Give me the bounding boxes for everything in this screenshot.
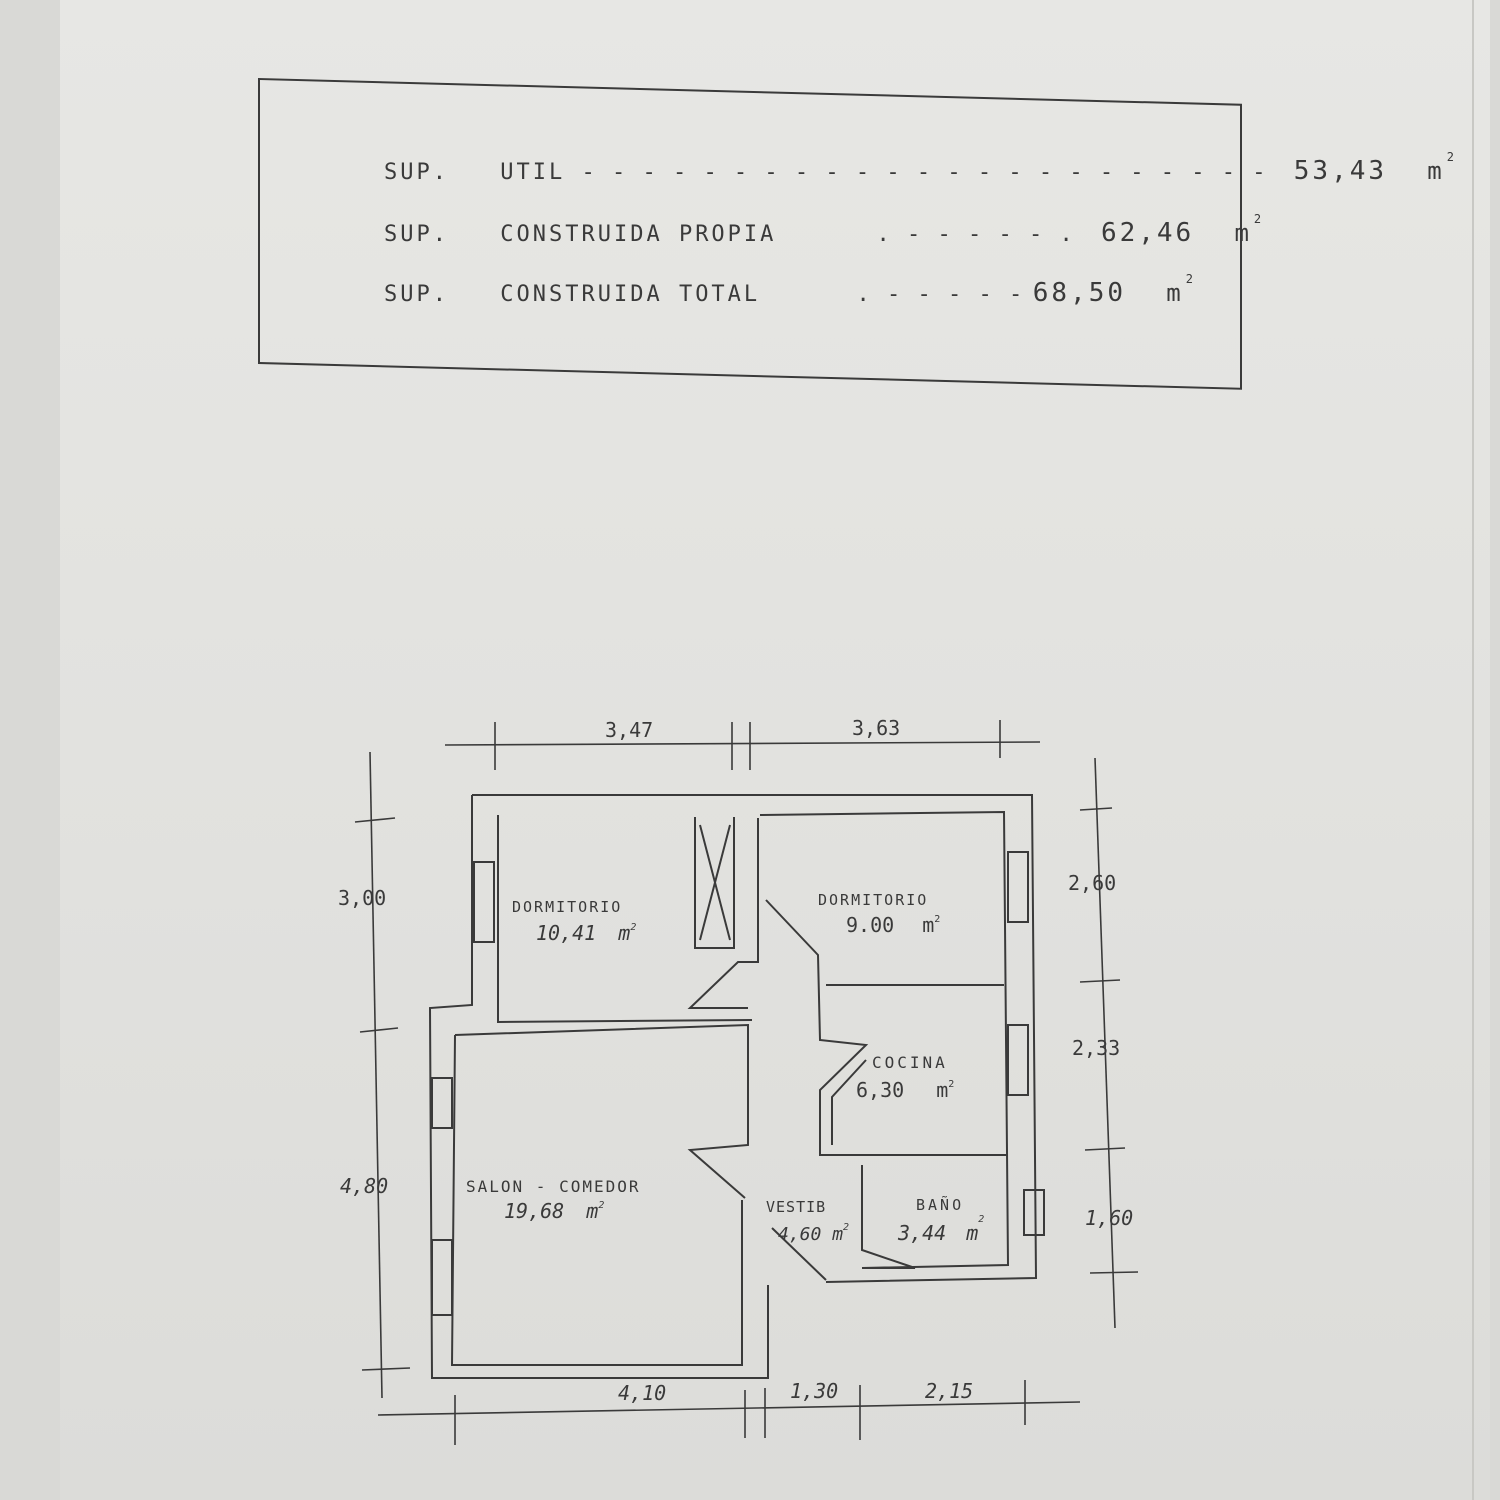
summary-row-value: 53,43 (1293, 156, 1388, 186)
walls (428, 794, 1045, 1379)
dimension-tick (354, 817, 396, 823)
dimension-line-bottom (377, 1401, 1081, 1416)
dimension-tick (1079, 807, 1113, 811)
dimension-tick (359, 1027, 399, 1033)
dimension-tick (361, 1367, 411, 1371)
dim-left-1: 3,00 (338, 886, 386, 910)
dim-bottom-3: 2,15 (925, 1379, 973, 1403)
dimension-line-left (369, 751, 383, 1399)
room-labels: DORMITORIO 10,41 m2 DORMITORIO 9.00 m2 C… (466, 891, 984, 1245)
dim-bottom-1: 4,10 (618, 1381, 666, 1405)
room-area: 4,60 m2 (778, 1222, 849, 1245)
room-area: 9.00 m2 (846, 913, 940, 937)
vestib-wall (771, 1227, 827, 1281)
window (431, 1077, 453, 1129)
inner-wall (454, 1023, 749, 1199)
summary-row-text: CONSTRUIDA PROPIA (500, 222, 777, 247)
dim-right-2: 2,33 (1072, 1036, 1120, 1060)
summary-row-construida-total: SUP. CONSTRUIDA TOTAL . - - - - - 68,50 … (384, 272, 1196, 308)
outer-wall-bottom (428, 795, 769, 1379)
room-area: 19,68 m2 (504, 1199, 604, 1223)
corridor-wall (765, 899, 1008, 1156)
room-name: DORMITORIO (818, 891, 928, 909)
dim-right-1: 2,60 (1068, 871, 1116, 895)
dimension-tick (1079, 979, 1121, 983)
outer-wall (472, 794, 1038, 1283)
summary-row-value: 62,46 (1100, 218, 1195, 248)
dimension-tick (1084, 1147, 1126, 1151)
dim-top-1: 3,47 (605, 718, 653, 742)
room-name: VESTIB (766, 1198, 826, 1216)
dim-bottom-2: 1,30 (790, 1379, 838, 1403)
inner-wall (497, 815, 753, 1024)
room-name: BAÑO (916, 1195, 964, 1214)
dim-top-2: 3,63 (852, 716, 900, 740)
closet-wall (694, 817, 735, 949)
room-area: 6,30 m2 (856, 1078, 954, 1102)
room-name: SALON - COMEDOR (466, 1177, 641, 1196)
dim-left-2: 4,80 (340, 1174, 388, 1198)
summary-row-util: SUP. UTIL - - - - - - - - - - - - - - - … (384, 150, 1457, 186)
window (431, 1239, 453, 1316)
window (1023, 1189, 1045, 1236)
paper-sheet (60, 0, 1490, 1500)
dim-right-3: 1,60 (1085, 1206, 1133, 1230)
summary-row-text: UTIL (500, 160, 566, 185)
room-area: 3,44 m2 (897, 1214, 984, 1245)
room-name: DORMITORIO (512, 898, 622, 916)
summary-row-leader: . - - - - - (856, 282, 1025, 307)
dimension-tick (1089, 1271, 1139, 1274)
closet-cross (699, 824, 731, 941)
dimension-line-top (444, 741, 1041, 746)
summary-row-value: 68,50 (1032, 278, 1127, 308)
room-name: COCINA (872, 1053, 948, 1072)
kitchen-wall (831, 1059, 867, 1145)
inner-wall (687, 818, 759, 1009)
window (1007, 1024, 1029, 1096)
bath-wall (861, 1165, 916, 1269)
inner-wall (450, 1034, 743, 1366)
window (473, 861, 495, 943)
summary-row-construida-propia: SUP. CONSTRUIDA PROPIA . - - - - - . 62,… (384, 212, 1264, 248)
summary-row-label: SUP. (384, 222, 449, 247)
paper-edge (1472, 0, 1474, 1500)
summary-row-text: CONSTRUIDA TOTAL (500, 282, 761, 307)
dimension-lines (354, 720, 1139, 1445)
summary-row-label: SUP. (384, 160, 449, 185)
window (1007, 851, 1029, 923)
summary-row-label: SUP. (384, 282, 449, 307)
inner-wall (759, 810, 1010, 1269)
room-area: 10,41 m2 (536, 921, 636, 945)
dimension-line-right (1094, 757, 1116, 1329)
dimension-labels: 3,47 3,63 4,10 1,30 2,15 3,00 4,80 2,60 … (338, 716, 1133, 1405)
summary-row-leader: - - - - - - - - - - - - - - - - - - - - … (581, 160, 1268, 185)
summary-row-leader: . - - - - - . (876, 222, 1075, 247)
